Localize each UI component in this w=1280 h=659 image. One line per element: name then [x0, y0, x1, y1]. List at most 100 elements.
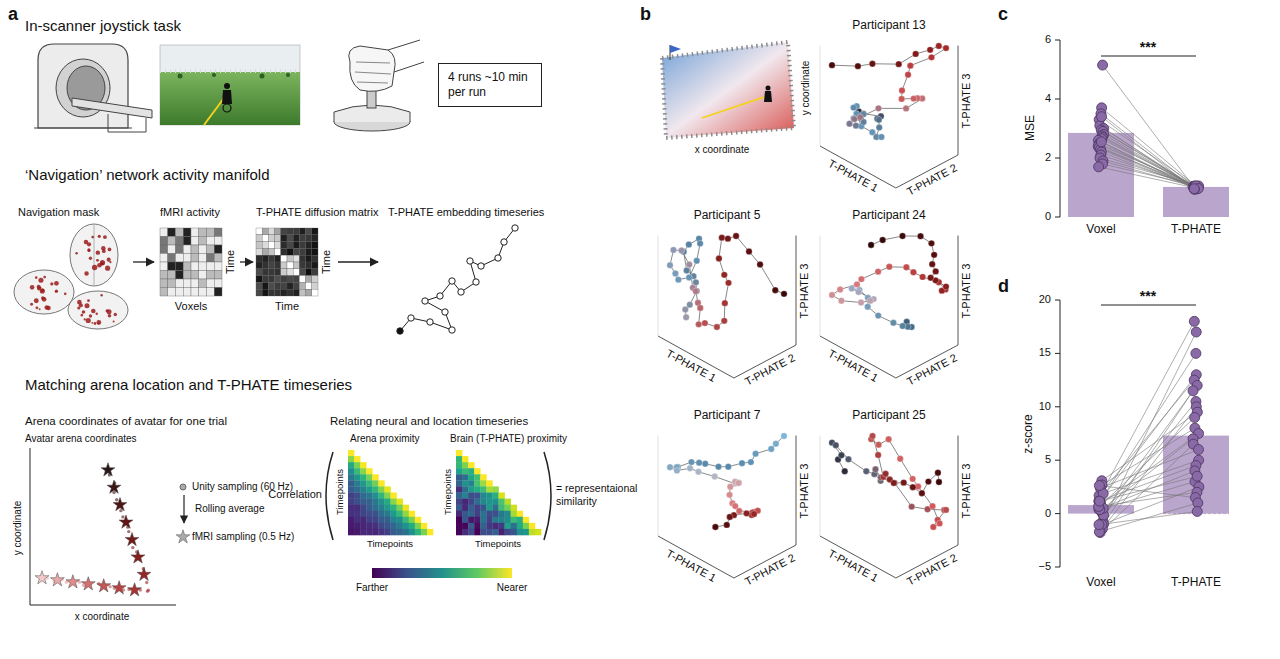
matrix-cell	[366, 480, 372, 486]
matrix-cell	[348, 474, 354, 480]
significance-line	[1101, 56, 1196, 57]
trajectory-point	[695, 469, 701, 475]
matrix-cell	[268, 255, 274, 262]
matrix-cell	[468, 517, 474, 523]
trajectory-point	[716, 255, 722, 261]
trajectory-point	[857, 114, 863, 120]
matrix-cell	[281, 255, 287, 262]
mask-spot	[92, 265, 97, 270]
matrix-cell	[486, 523, 492, 529]
matrix-cell	[287, 255, 293, 262]
matrix-cell	[391, 505, 397, 511]
matrix-cell	[391, 517, 397, 523]
trajectory-point	[733, 233, 739, 239]
trace-point	[449, 278, 455, 284]
trajectory-point	[833, 442, 839, 448]
step-heading: Navigation mask	[18, 206, 99, 219]
matrix-cell	[462, 474, 468, 480]
legend-dot	[180, 484, 186, 490]
trajectory-point	[696, 460, 702, 466]
matrix-cell	[287, 269, 293, 276]
trajectory-point	[697, 240, 703, 246]
matrix-cell	[409, 523, 415, 529]
trajectory-point	[886, 264, 892, 270]
tick-label: 5	[1045, 454, 1051, 467]
trajectory-point	[842, 468, 848, 474]
mask-spot	[84, 318, 86, 320]
matrix-cell	[397, 529, 403, 535]
parenthesis	[544, 452, 551, 540]
tick-label: 2	[1045, 151, 1051, 164]
trajectory-point	[781, 291, 787, 297]
pair-line	[1100, 158, 1199, 186]
matrix-cell	[384, 523, 390, 529]
participant-dot	[1188, 386, 1198, 396]
matrix-cell	[256, 228, 262, 235]
tree	[212, 73, 216, 77]
matrix-cell	[384, 517, 390, 523]
brain-outline	[70, 224, 118, 286]
matrix-cell	[378, 517, 384, 523]
unity-sample	[121, 515, 124, 518]
legend-arrow	[183, 495, 184, 523]
matrix-cell	[176, 288, 184, 297]
trajectory-point	[768, 446, 774, 452]
axis-label: T-PHATE 2	[904, 162, 959, 199]
matrix-cell	[262, 255, 268, 262]
matrix-cell	[268, 269, 274, 276]
participant-dot	[1097, 112, 1107, 122]
participant-dot	[1094, 481, 1104, 491]
colorbar-label: Farther	[356, 582, 388, 594]
matrix-cell	[199, 254, 207, 263]
mask-spot	[64, 293, 67, 296]
proximity-matrices	[348, 450, 541, 535]
matrix-cell	[354, 493, 360, 499]
matrix-cell	[456, 511, 462, 517]
matrix-cell	[287, 228, 293, 235]
matrix-cell	[306, 255, 312, 262]
matrix-cell	[499, 511, 505, 517]
embedding-trace	[397, 225, 518, 334]
trajectory-point	[872, 466, 878, 472]
matrix-cell	[360, 480, 366, 486]
matrix-cell	[474, 468, 480, 474]
fmri-sample-star	[101, 463, 115, 476]
trajectory-point	[931, 252, 937, 258]
matrix-cell	[529, 529, 535, 535]
trajectory-point	[702, 320, 708, 326]
mask-spot	[46, 306, 50, 310]
fmri-sample-star	[97, 579, 111, 592]
trajectory-point	[910, 95, 916, 101]
matrix-cell	[456, 474, 462, 480]
matrix-cell	[191, 245, 199, 254]
plot-back-edges	[658, 236, 659, 337]
mask-spot	[84, 303, 89, 308]
trajectory-point	[907, 62, 913, 68]
trajectory-point	[670, 247, 676, 253]
matrix-cell	[275, 248, 281, 255]
matrix-cell	[372, 486, 378, 492]
trajectory-point	[891, 480, 897, 486]
matrix-cell	[360, 486, 366, 492]
axis-label: Timepoints	[367, 538, 413, 549]
matrix-cell	[462, 493, 468, 499]
pair-line	[1098, 146, 1195, 188]
matrix-cell	[480, 474, 486, 480]
matrix-cell	[299, 262, 305, 269]
matrix-cell	[462, 480, 468, 486]
trajectory-point	[697, 305, 703, 311]
matrix-cell	[360, 523, 366, 529]
matrix-cell	[275, 269, 281, 276]
trajectory-point	[909, 476, 915, 482]
matrix-cell	[372, 529, 378, 535]
trajectory-point	[781, 433, 787, 439]
matrix-cell	[176, 271, 184, 280]
panel-letter: a	[8, 4, 18, 26]
matrix-cell	[299, 228, 305, 235]
matrix-cell	[207, 254, 215, 263]
matrix-cell	[511, 511, 517, 517]
matrix-cell	[348, 529, 354, 535]
matrix-cell	[486, 499, 492, 505]
trajectory-point	[736, 480, 742, 486]
matrix-cell	[403, 517, 409, 523]
